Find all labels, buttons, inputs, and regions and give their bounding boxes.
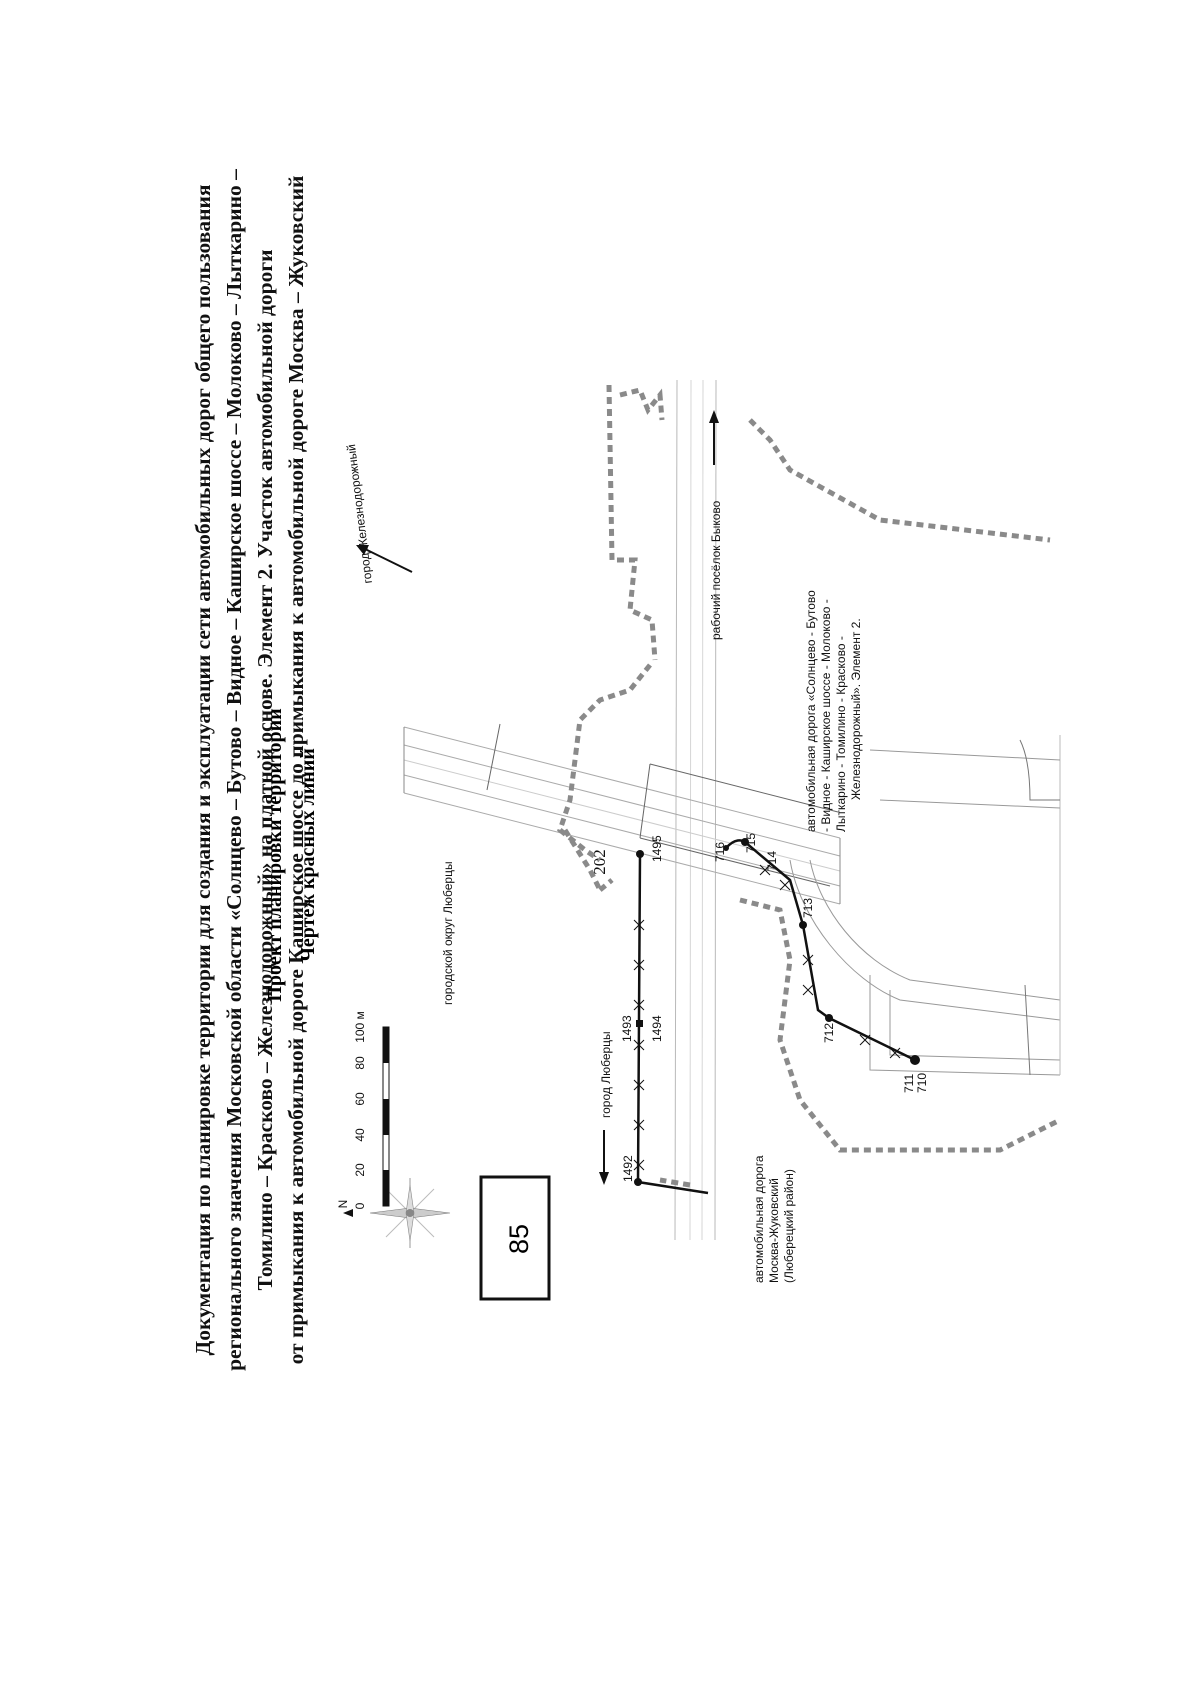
point-712-marker — [825, 1014, 833, 1022]
point-715-marker — [741, 838, 749, 846]
ramp-roads — [789, 735, 1061, 1076]
project-title: Проект планировки территории — [264, 708, 286, 1001]
scale-tick-100: 100 м — [353, 1011, 367, 1043]
arrow-to-zheleznodorozhny-icon — [356, 545, 413, 573]
road-moscow-zhukovsky — [674, 379, 717, 1241]
label-road-main-3: Лыткарино - Томилино - Красково - — [834, 636, 848, 832]
boundary-lines — [557, 384, 1062, 1188]
scale-tick-60: 60 — [353, 1092, 367, 1106]
scale-tick-40: 40 — [353, 1128, 367, 1142]
point-713: 713 — [801, 898, 815, 918]
point-716-marker — [723, 845, 729, 851]
railway-overpass — [403, 723, 841, 905]
label-road-mz-3: (Люберецкий район) — [782, 1169, 796, 1283]
point-715: 715 — [744, 833, 758, 853]
red-line-ticks — [633, 864, 901, 1171]
point-markers — [634, 838, 920, 1186]
sheet-number: 85 — [504, 1224, 534, 1254]
point-1492-marker — [634, 1178, 642, 1186]
drawing-title: Чертеж красных линий — [297, 748, 319, 962]
arrow-to-bykovo-icon — [709, 410, 719, 465]
scale-tick-0: 0 — [353, 1202, 367, 1209]
point-712: 712 — [822, 1023, 836, 1043]
label-road-main-2: - Видное - Каширское шоссе - Молоково - — [819, 599, 833, 832]
point-1495-marker — [636, 850, 644, 858]
scale-bar — [382, 1026, 390, 1207]
point-1494: 1494 — [650, 1015, 664, 1042]
scale-tick-20: 20 — [353, 1163, 367, 1177]
sheet-number-box — [479, 1175, 551, 1301]
point-713-marker — [799, 921, 807, 929]
label-road-main-4: Железнодорожный». Элемент 2. — [849, 618, 863, 800]
label-district: городской округ Люберцы — [441, 861, 455, 1005]
scale-tick-80: 80 — [353, 1056, 367, 1070]
label-road-mz-1: автомобильная дорога — [752, 1155, 766, 1283]
point-714: 714 — [765, 851, 779, 871]
point-1493: 1493 — [620, 1015, 634, 1042]
north-arrow-icon — [343, 1209, 353, 1217]
label-road-main-1: автомобильная дорога «Солнцево - Бутово — [804, 590, 818, 832]
point-1492: 1492 — [621, 1155, 635, 1182]
point-710-marker — [910, 1055, 920, 1065]
point-711: 711 — [902, 1074, 916, 1093]
point-710: 710 — [915, 1073, 929, 1093]
point-1493-marker — [636, 1020, 643, 1027]
red-lines — [636, 839, 916, 1195]
point-1495: 1495 — [650, 835, 664, 862]
label-road-mz-2: Москва-Жуковский — [767, 1178, 781, 1283]
point-716: 716 — [713, 842, 727, 862]
label-bykovo: рабочий посёлок Быково — [709, 500, 723, 640]
north-label: N — [336, 1200, 350, 1209]
arrow-to-lyubertsy-icon — [599, 1130, 609, 1185]
label-city-lyubertsy: город Люберцы — [599, 1031, 613, 1118]
compass-rose — [369, 1178, 451, 1248]
label-zheleznodorozhny: город Железнодорожный — [344, 443, 375, 584]
